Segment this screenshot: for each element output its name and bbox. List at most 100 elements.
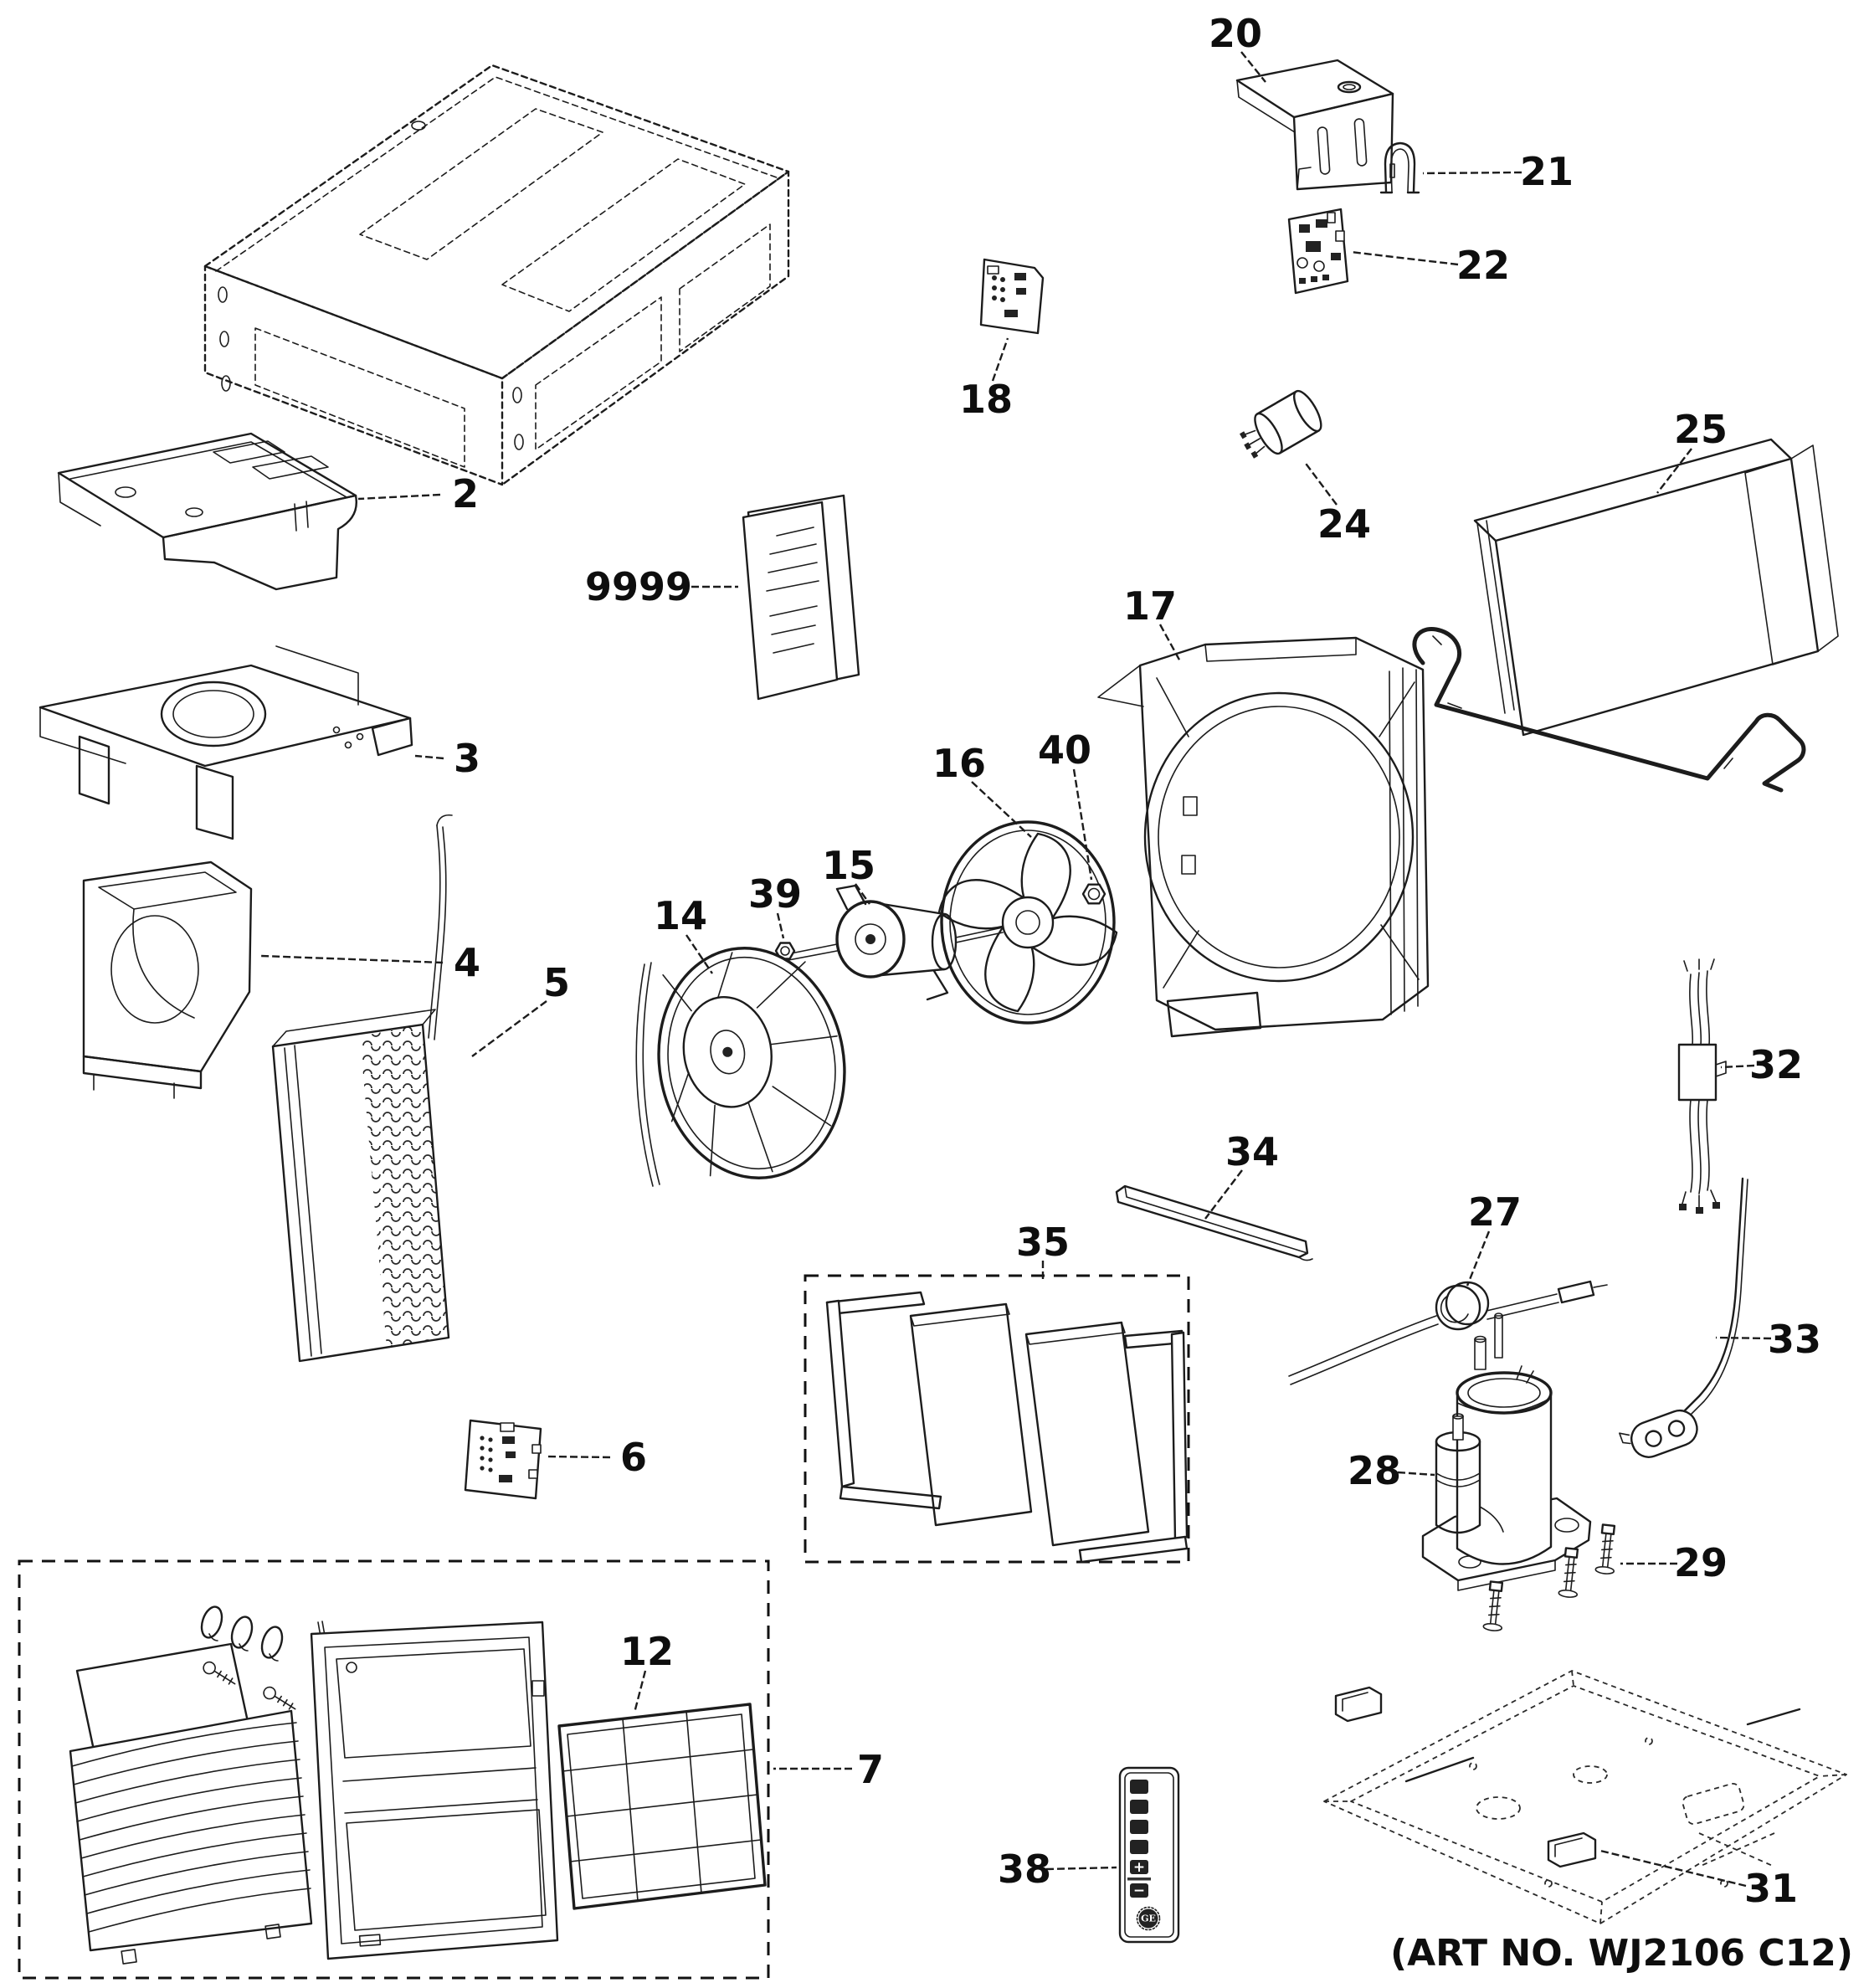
callout-16-label: 16 — [932, 741, 986, 786]
callout-9999: 9999 — [585, 564, 738, 609]
callout-15: 15 — [822, 843, 875, 905]
callout-4: 4 — [260, 940, 480, 985]
callout-29: 29 — [1620, 1540, 1728, 1585]
callout-40-leader-line — [1072, 768, 1093, 881]
callout-20-leader-line — [1240, 51, 1266, 83]
callout-40-label: 40 — [1038, 727, 1091, 773]
callout-34-label: 34 — [1225, 1129, 1279, 1174]
callout-34-leader-line — [1204, 1169, 1243, 1220]
callout-32-leader-line — [1720, 1064, 1755, 1069]
callout-27-leader-line — [1466, 1230, 1491, 1287]
plus-button-symbol: + — [1133, 1859, 1145, 1876]
callout-14-label: 14 — [654, 893, 707, 938]
callout-24-label: 24 — [1317, 501, 1371, 547]
callout-21-leader-line — [1422, 171, 1522, 175]
callout-20-label: 20 — [1209, 11, 1262, 56]
callout-39-leader-line — [776, 912, 785, 939]
callout-16-leader-line — [971, 781, 1032, 838]
part-39-nut — [774, 942, 796, 960]
callout-14-leader-line — [685, 934, 713, 974]
callout-21: 21 — [1422, 149, 1574, 194]
callout-25-leader-line — [1656, 448, 1692, 494]
callout-16: 16 — [932, 741, 1032, 838]
part-14-wheel-ring-strip — [635, 962, 660, 1187]
callout-9999-label: 9999 — [585, 564, 692, 609]
callout-4-leader-line — [260, 954, 444, 964]
callout-35: 35 — [1016, 1220, 1070, 1279]
louver-grille — [69, 1709, 313, 1965]
part-22-power-board — [1287, 208, 1349, 295]
callout-33-label: 33 — [1768, 1317, 1821, 1362]
callout-21-label: 21 — [1520, 149, 1574, 194]
callout-5-label: 5 — [543, 960, 570, 1005]
part-12-air-filter — [557, 1703, 767, 1910]
part-34-seal-strip — [1115, 1184, 1313, 1261]
callout-3-leader-line — [414, 754, 444, 760]
callout-33: 33 — [1715, 1317, 1821, 1362]
part-17-fan-shroud — [1097, 636, 1430, 1038]
part-5-evaporator — [271, 814, 453, 1363]
callout-31: 31 — [1599, 1849, 1798, 1911]
callout-39-label: 39 — [748, 871, 802, 917]
callout-17: 17 — [1123, 583, 1182, 662]
callout-12: 12 — [620, 1629, 674, 1713]
part-4-blower-duct — [82, 860, 253, 1099]
callout-18: 18 — [959, 337, 1013, 422]
callout-22-label: 22 — [1456, 243, 1510, 288]
part-20-bracket — [1235, 59, 1394, 191]
callout-17-label: 17 — [1123, 583, 1177, 629]
callout-6-label: 6 — [620, 1435, 647, 1480]
callout-28-label: 28 — [1348, 1448, 1401, 1493]
base-pan — [1323, 1670, 1847, 1924]
callout-25: 25 — [1656, 407, 1728, 494]
part-2-top-cover — [57, 432, 357, 591]
callout-27: 27 — [1466, 1189, 1522, 1287]
callout-2: 2 — [357, 471, 479, 516]
part-35-side-curtain-kit — [804, 1274, 1190, 1564]
callout-6-leader-line — [545, 1455, 611, 1459]
part-24-capacitor — [1240, 389, 1322, 459]
callout-31-label: 31 — [1744, 1866, 1798, 1911]
part-33-sensor-tube — [1619, 1177, 1748, 1458]
callout-5-leader-line — [471, 1000, 547, 1057]
callout-5: 5 — [471, 960, 570, 1057]
callout-38-leader-line — [1045, 1866, 1117, 1871]
callout-24: 24 — [1303, 460, 1371, 547]
callout-7-label: 7 — [857, 1747, 884, 1792]
callout-39: 39 — [748, 871, 802, 939]
callout-7: 7 — [773, 1747, 884, 1792]
part-25-condenser — [1412, 438, 1839, 793]
base-pan-left-clip — [1334, 1686, 1383, 1723]
callout-35-label: 35 — [1016, 1220, 1070, 1265]
callout-20: 20 — [1209, 11, 1266, 83]
part-40-nut — [1081, 883, 1107, 905]
callout-3-label: 3 — [454, 736, 480, 781]
callout-18-leader-line — [991, 337, 1009, 382]
part-14-blower-wheel — [657, 947, 846, 1179]
part-28-compressor — [1421, 1312, 1592, 1591]
callout-27-label: 27 — [1468, 1189, 1522, 1235]
callout-14: 14 — [654, 893, 713, 974]
callout-4-label: 4 — [454, 940, 480, 985]
callout-24-leader-line — [1303, 460, 1338, 506]
callout-6: 6 — [545, 1435, 647, 1480]
callout-28: 28 — [1348, 1448, 1435, 1493]
callout-34: 34 — [1204, 1129, 1279, 1220]
part-9999-owners-manual — [742, 494, 860, 701]
ge-logo-text: GE — [1141, 1914, 1156, 1924]
part-16-fan-blade — [937, 820, 1118, 1025]
callout-15-leader-line — [855, 883, 870, 905]
callout-32-label: 32 — [1749, 1042, 1803, 1087]
part-7-front-assembly — [18, 1559, 770, 1980]
panel-fine-print — [1127, 1878, 1151, 1881]
callout-38-label: 38 — [998, 1847, 1051, 1892]
part-15-fan-motor — [786, 884, 1004, 1001]
callout-12-leader-line — [633, 1670, 647, 1713]
callout-17-leader-line — [1158, 624, 1182, 662]
callout-22: 22 — [1350, 243, 1510, 288]
callout-12-label: 12 — [620, 1629, 674, 1674]
callout-40: 40 — [1038, 727, 1093, 881]
